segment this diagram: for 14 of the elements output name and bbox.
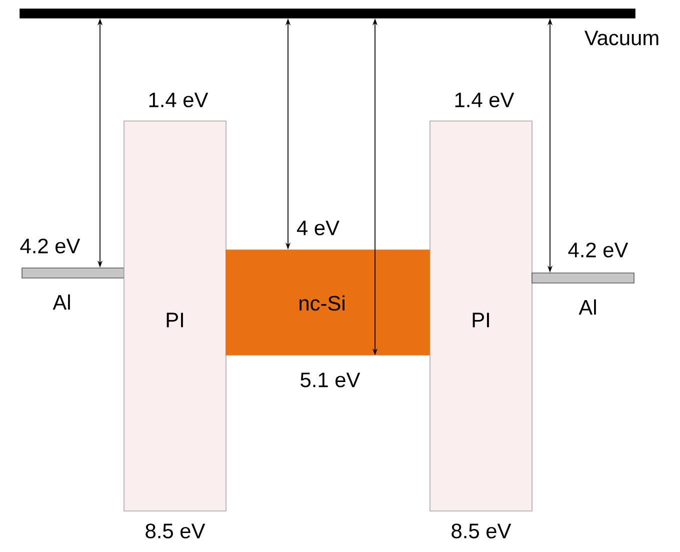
edge-label: 4 eV (296, 220, 340, 236)
energy-label: 8.5 eV (452, 524, 512, 538)
edge-label: 5.1 eV (300, 372, 360, 388)
energy-label: 1.4 eV (455, 92, 514, 108)
energy-label: 1.4 eV (149, 92, 208, 108)
material-label: Al (52, 294, 70, 310)
energy-label: 8.5 eV (146, 524, 206, 538)
material-label: nc-Si (300, 295, 344, 311)
edge-label: 4.2 eV (568, 242, 628, 258)
level-label: Vacuum (584, 30, 658, 46)
material-label: PI (472, 312, 489, 328)
material-label: PI (166, 312, 183, 328)
material-label: Al (578, 299, 596, 315)
edge-label: 4.2 eV (20, 238, 80, 254)
